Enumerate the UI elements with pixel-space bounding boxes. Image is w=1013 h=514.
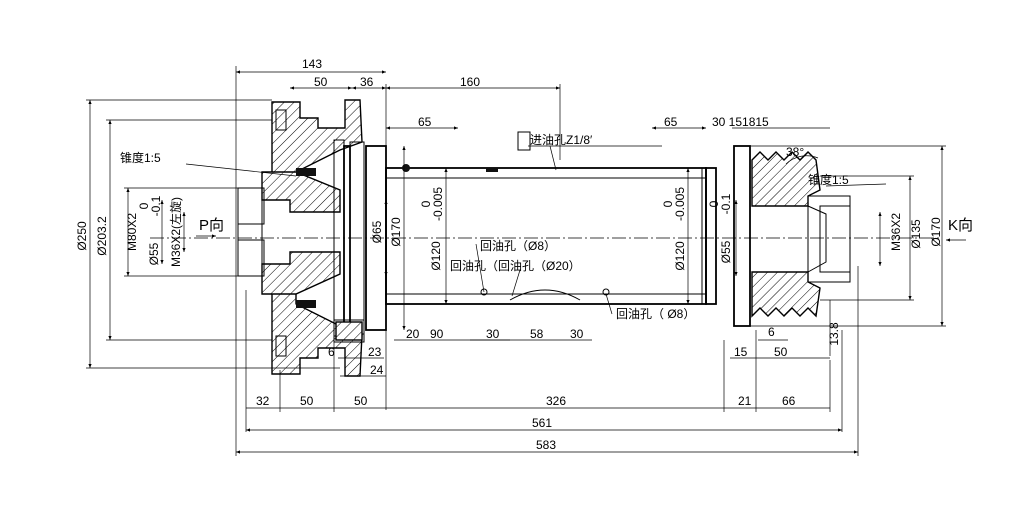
left-flange-assembly — [237, 99, 365, 377]
diameter-203-2: Ø203.2 — [95, 216, 109, 256]
diameter-170-left: Ø170 — [389, 217, 403, 247]
diameter-250: Ø250 — [75, 221, 89, 251]
oil-return-8-bottom-label: 回油孔（ Ø8） — [616, 307, 695, 321]
dim-30-b: 30 — [570, 327, 584, 341]
dim-160: 160 — [460, 75, 480, 89]
dim-561: 561 — [532, 416, 552, 430]
diameter-55-left-tol-lower: -0.1 — [149, 195, 163, 216]
diameter-55-left-tol-upper: 0 — [137, 202, 151, 209]
dim-326: 326 — [546, 394, 566, 408]
diameter-170-right: Ø170 — [929, 217, 943, 247]
dim-90: 90 — [430, 327, 444, 341]
dim-30-a: 30 — [486, 327, 500, 341]
thread-m80x2: M80X2 — [125, 213, 139, 251]
diameter-120-right-tol-lower: -0.005 — [673, 187, 687, 221]
taper-right-label: 锥度1:5 — [808, 172, 849, 187]
dim-13-8: 13.8 — [827, 322, 841, 346]
diameter-120-right-tol-upper: 0 — [661, 200, 675, 207]
diameter-120-left: Ø120 — [429, 241, 443, 271]
oil-return-8-top-label: 回油孔（Ø8） — [480, 239, 556, 253]
dim-583: 583 — [536, 438, 556, 452]
taper-left-label: 锥度1:5 — [120, 150, 161, 165]
dim-36-top: 36 — [360, 75, 374, 89]
dim-58: 58 — [530, 327, 544, 341]
dim-143: 143 — [302, 57, 322, 71]
dim-50-bottom-b: 50 — [354, 394, 368, 408]
oil-return-mid-label: 回油孔（回油孔（Ø20） — [450, 259, 581, 273]
dim-23: 23 — [368, 345, 382, 359]
dimension-lines — [86, 66, 966, 456]
diameter-135: Ø135 — [909, 219, 923, 249]
oil-inlet-label: 进油孔Z1/8′ — [530, 133, 593, 147]
diameter-120-right: Ø120 — [673, 241, 687, 271]
dim-6-left: 6 — [328, 345, 335, 359]
dim-65-right: 65 — [664, 115, 678, 129]
diameter-120-left-tol-lower: -0.005 — [431, 187, 445, 221]
dim-50-top: 50 — [314, 75, 328, 89]
view-k-label: K向 — [948, 217, 973, 234]
dim-50-right: 50 — [774, 345, 788, 359]
dim-50-bottom-a: 50 — [300, 394, 314, 408]
diameter-55-right-tol-lower: -0.1 — [719, 193, 733, 214]
dim-angle-38: 38° — [786, 145, 804, 159]
dim-30-15-18-15: 30 151815 — [712, 115, 769, 129]
dim-65-left: 65 — [418, 115, 432, 129]
dim-21: 21 — [738, 394, 752, 408]
diameter-55-right-tol-upper: 0 — [707, 200, 721, 207]
diameter-55-left: Ø55 — [147, 242, 161, 265]
diameter-120-left-tol-upper: 0 — [419, 200, 433, 207]
thread-m36x2-right: M36X2 — [889, 213, 903, 251]
dim-32: 32 — [256, 394, 270, 408]
dim-24: 24 — [370, 363, 384, 377]
dim-20: 20 — [406, 327, 420, 341]
dim-15: 15 — [734, 345, 748, 359]
diameter-65: Ø65 — [370, 220, 384, 243]
view-p-label: P向 — [199, 217, 224, 234]
dim-66: 66 — [782, 394, 796, 408]
dim-6-right: 6 — [768, 325, 775, 339]
diameter-55-right: Ø55 — [719, 240, 733, 263]
oil-inlet-fitting — [517, 131, 531, 151]
thread-m36x2-left: M36X2(左旋) — [168, 197, 183, 267]
right-pulley-assembly — [733, 145, 851, 327]
